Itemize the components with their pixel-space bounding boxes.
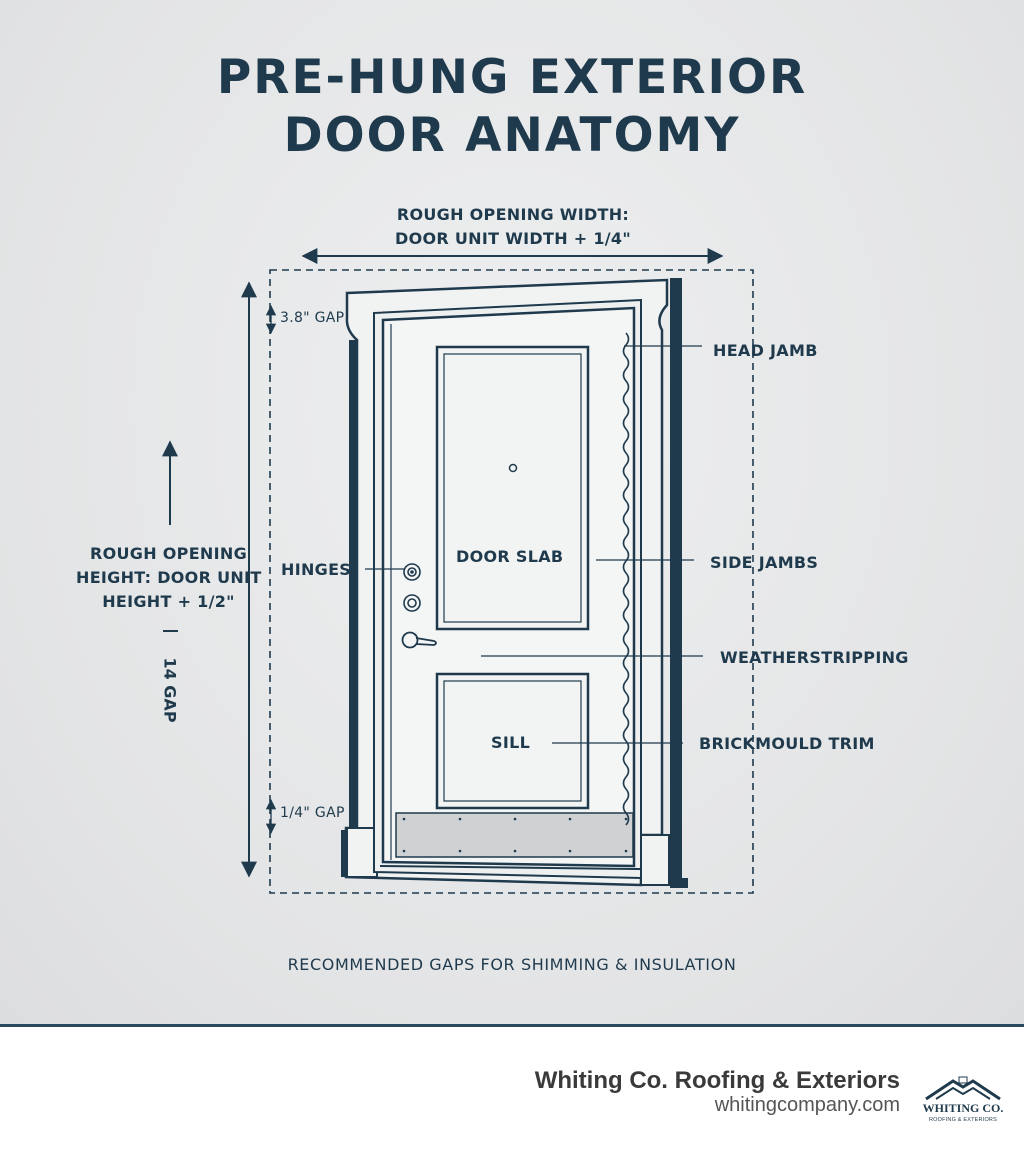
door-drawing bbox=[162, 248, 754, 894]
label-sill: SILL bbox=[491, 733, 531, 752]
door-handle-icon bbox=[401, 631, 437, 649]
left-plinth bbox=[346, 827, 378, 878]
hinge-icon-bottom bbox=[403, 594, 421, 612]
right-plinth bbox=[640, 834, 670, 886]
lower-panel bbox=[435, 672, 590, 810]
roof-logo-icon bbox=[925, 1076, 1001, 1101]
company-url[interactable]: whitingcompany.com bbox=[714, 1094, 900, 1116]
label-hinges: HINGES bbox=[281, 560, 352, 579]
label-weatherstripping: WEATHERSTRIPPING bbox=[720, 648, 909, 667]
title-line-2: DOOR ANATOMY bbox=[283, 108, 741, 163]
rough-opening-outline bbox=[269, 269, 754, 894]
right-trim-shadow bbox=[670, 278, 688, 888]
diagram-area: PRE-HUNG EXTERIOR DOOR ANATOMY bbox=[0, 0, 1024, 1024]
peephole-icon bbox=[508, 463, 518, 473]
width-dimension-label: ROUGH OPENING WIDTH: DOOR UNIT WIDTH + 1… bbox=[395, 205, 631, 248]
upper-panel bbox=[435, 345, 590, 631]
title-line-1: PRE-HUNG EXTERIOR bbox=[216, 50, 808, 105]
logo-subtext: ROOFING & EXTERIORS bbox=[929, 1117, 997, 1123]
weatherstripping-line bbox=[622, 332, 630, 826]
left-trim-shadow bbox=[341, 340, 357, 877]
top-gap-label: 3.8" GAP bbox=[280, 310, 345, 326]
hinge-icon-top bbox=[403, 563, 421, 581]
kick-plate bbox=[395, 812, 634, 858]
height-dimension-label: ROUGH OPENING HEIGHT: DOOR UNIT HEIGHT +… bbox=[76, 544, 262, 611]
label-head-jamb: HEAD JAMB bbox=[713, 341, 818, 360]
caption: RECOMMENDED GAPS FOR SHIMMING & INSULATI… bbox=[287, 955, 737, 974]
company-name: Whiting Co. Roofing & Exteriors bbox=[534, 1067, 900, 1094]
label-door-slab: DOOR SLAB bbox=[456, 547, 564, 566]
label-brickmould-trim: BRICKMOULD TRIM bbox=[699, 734, 875, 753]
company-logo: WHITING CO. ROOFING & EXTERIORS bbox=[918, 1075, 1008, 1139]
footer: Whiting Co. Roofing & Exteriors whitingc… bbox=[0, 1024, 1024, 1154]
bottom-gap-label: 1/4" GAP bbox=[280, 805, 345, 821]
logo-text: WHITING CO. bbox=[922, 1101, 1004, 1115]
side-gap-label: 14 GAP bbox=[160, 657, 180, 723]
label-side-jambs: SIDE JAMBS bbox=[710, 553, 819, 572]
